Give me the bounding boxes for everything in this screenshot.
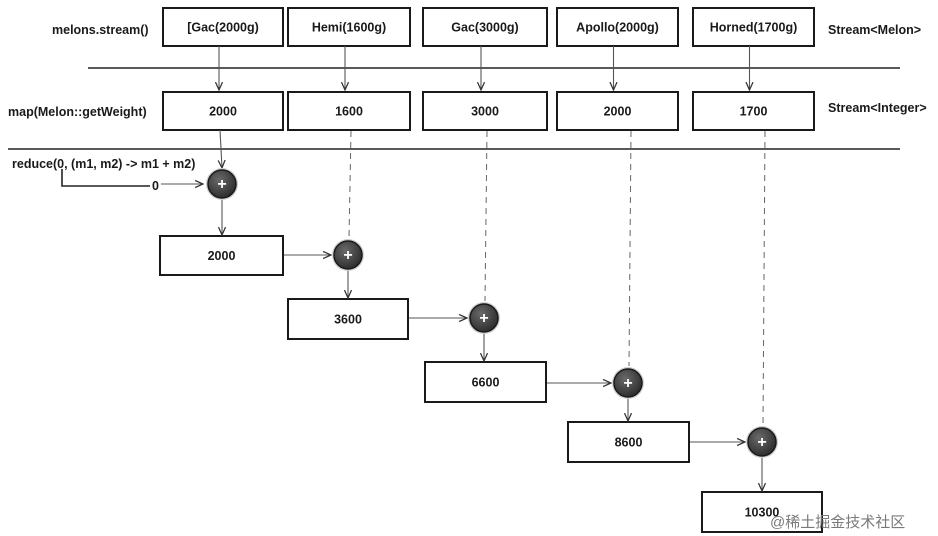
weight-box-3-text: 3000: [471, 105, 499, 119]
plus-node-5-sign: +: [757, 434, 766, 451]
accumulator-box-3-text: 6600: [472, 376, 500, 390]
plus-node-2: [333, 240, 363, 270]
plus-node-2-sign: +: [343, 247, 352, 264]
melon-box-4-text: Apollo(2000g): [576, 21, 659, 35]
weight-to-plus-dashed-5: [762, 130, 766, 426]
accumulator-box-5-text: 10300: [745, 506, 780, 520]
weight-to-plus-dashed-4: [628, 130, 632, 367]
plus-node-1: [207, 169, 237, 199]
plus-node-1-sign: +: [217, 176, 226, 193]
weight-box-5: [692, 91, 815, 131]
accumulator-box-5: [701, 491, 823, 533]
stream-integer-type-label: Stream<Integer>: [828, 101, 927, 115]
diagram-nodes: [Gac(2000g) Hemi(1600g) Gac(3000g) Apollo(2…: [159, 7, 823, 533]
melon-box-3: [422, 7, 548, 47]
plus-node-3: [469, 303, 499, 333]
plus-node-4-sign: +: [623, 375, 632, 392]
plus-node-5: [747, 427, 777, 457]
melon-box-2-text: Hemi(1600g): [312, 21, 386, 35]
weight-box-3: [422, 91, 548, 131]
accumulator-box-1: [159, 235, 284, 276]
melon-box-5: [692, 7, 815, 47]
weight-box-4: [556, 91, 679, 131]
reduce-call-label: reduce(0, (m1, m2) -> m1 + m2): [12, 157, 195, 171]
melon-box-5-text: Horned(1700g): [710, 21, 798, 35]
weight-box-4-text: 2000: [604, 105, 632, 119]
identity-value-label: 0: [152, 179, 159, 193]
melon-box-1: [162, 7, 284, 47]
accumulator-box-4: [567, 421, 690, 463]
melon-box-1-text: [Gac(2000g): [187, 21, 259, 35]
watermark: @稀土掘金技术社区: [770, 514, 905, 531]
weight-to-plus-dashed-2: [348, 130, 352, 239]
weight-box-1-text: 2000: [209, 105, 237, 119]
plus-node-3-sign: +: [479, 310, 488, 327]
accumulator-box-4-text: 8600: [615, 436, 643, 450]
identity-connector: [61, 169, 150, 187]
map-call-label: map(Melon::getWeight): [8, 105, 147, 119]
melon-box-4: [556, 7, 679, 47]
weight-box-5-text: 1700: [740, 105, 768, 119]
stream-melon-type-label: Stream<Melon>: [828, 23, 921, 37]
melon-box-2: [287, 7, 411, 47]
weight-box-1: [162, 91, 284, 131]
accumulator-box-3: [424, 361, 547, 403]
melon-box-3-text: Gac(3000g): [451, 21, 518, 35]
stream-call-label: melons.stream(): [52, 23, 149, 37]
plus-node-4: [613, 368, 643, 398]
weight-box-2-text: 1600: [335, 105, 363, 119]
weight-box-2: [287, 91, 411, 131]
accumulator-box-2-text: 3600: [334, 313, 362, 327]
accumulator-box-2: [287, 298, 409, 340]
accumulator-box-1-text: 2000: [208, 249, 236, 263]
weight-to-plus-dashed-3: [484, 130, 488, 302]
weight-to-plus-arrow-1: [220, 129, 222, 168]
